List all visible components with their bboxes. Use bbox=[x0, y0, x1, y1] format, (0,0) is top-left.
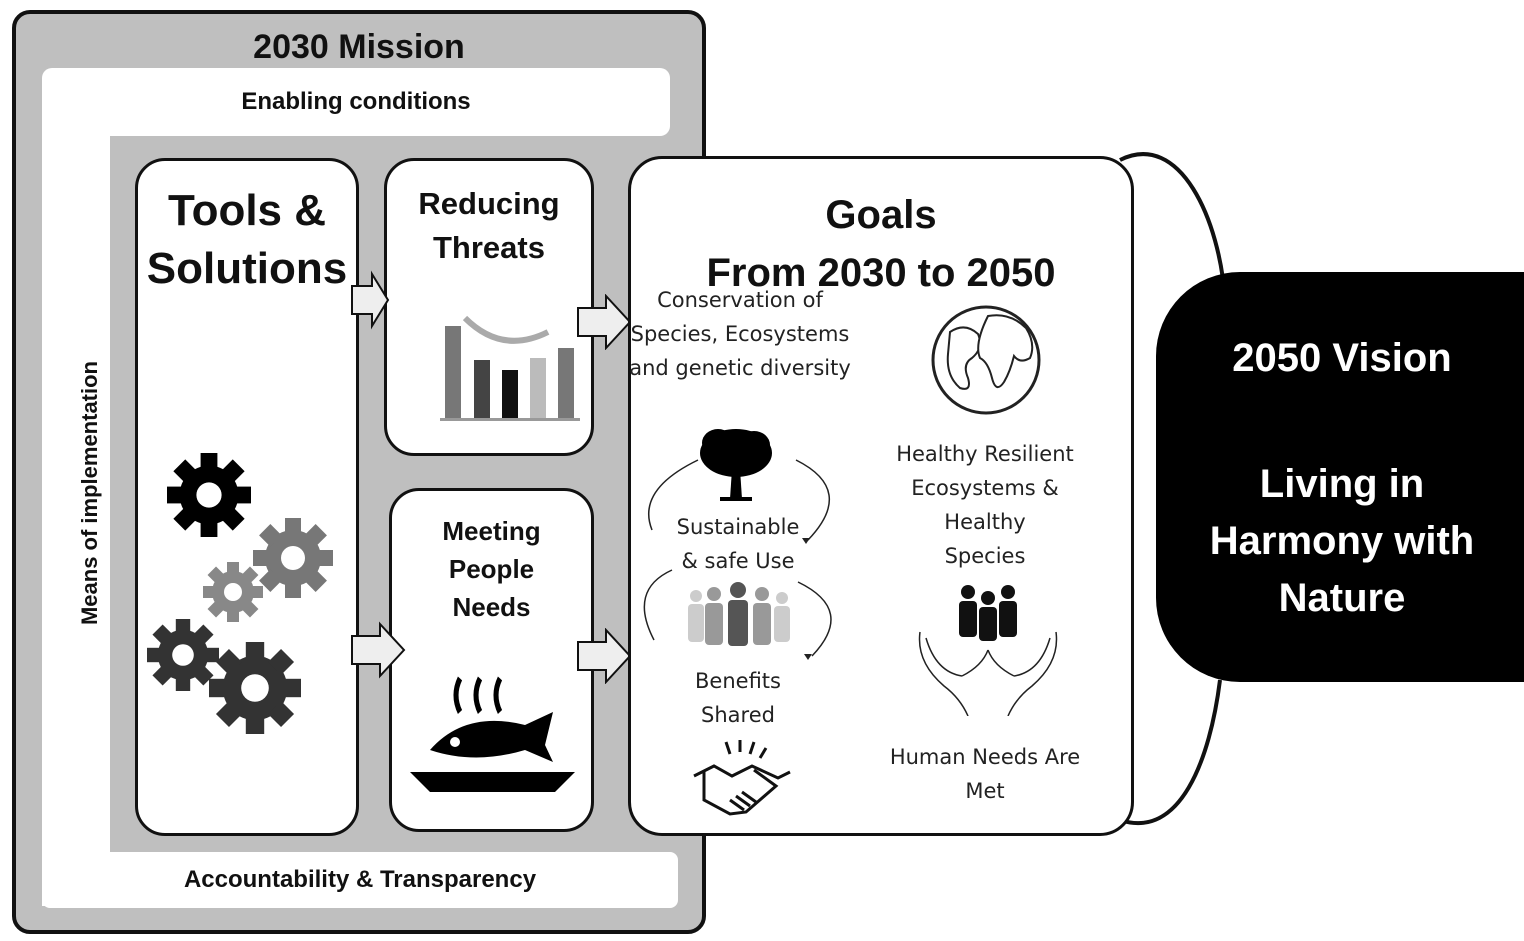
vision-shape bbox=[1156, 272, 1524, 682]
enabling-conditions-label: Enabling conditions bbox=[241, 88, 471, 115]
goal-healthy-line3: Species bbox=[944, 544, 1026, 568]
goal-conservation: Conservation of Species, Ecosystems and … bbox=[628, 283, 852, 385]
mission-title: 2030 Mission bbox=[253, 28, 465, 66]
goal-conservation-line3: and genetic diversity bbox=[629, 356, 851, 380]
cycle-arrows-icon bbox=[643, 459, 832, 660]
goal-conservation-line1: Conservation of bbox=[657, 288, 823, 312]
arrow-needs-to-goals bbox=[577, 628, 632, 684]
goal-sustainable-line1: Sustainable bbox=[676, 515, 800, 539]
goals-title-line2: From 2030 to 2050 bbox=[706, 251, 1056, 295]
goal-healthy-line2: Ecosystems & Healthy bbox=[911, 476, 1059, 534]
accountability-label: Accountability & Transparency bbox=[183, 866, 537, 893]
vision-line3: Nature bbox=[1278, 576, 1406, 620]
goal-healthy-ecosystems: Healthy Resilient Ecosystems & Healthy S… bbox=[880, 437, 1090, 573]
means-of-implementation-label: Means of implementation bbox=[77, 360, 102, 626]
goal-healthy-line1: Healthy Resilient bbox=[896, 442, 1074, 466]
goals-title: Goals From 2030 to 2050 bbox=[628, 186, 1134, 302]
globe-icon bbox=[931, 305, 1041, 415]
arrow-tools-to-threats bbox=[351, 270, 390, 330]
threats-title-line1: Reducing bbox=[418, 186, 560, 221]
tools-title-line2: Solutions bbox=[146, 244, 348, 293]
needs-title-line2: People bbox=[448, 554, 535, 584]
food-dish-icon bbox=[410, 676, 575, 792]
tools-solutions-title: Tools & Solutions bbox=[135, 182, 359, 298]
arrow-tools-to-needs bbox=[351, 621, 406, 679]
enabling-conditions-bar bbox=[42, 68, 670, 136]
handshake-icon bbox=[693, 740, 791, 816]
goals-panel bbox=[628, 156, 1134, 836]
tools-title-line1: Tools & bbox=[167, 186, 327, 235]
goal-human-needs: Human Needs Are Met bbox=[889, 745, 1081, 803]
meeting-people-needs-title: Meeting People Needs bbox=[389, 512, 594, 626]
hands-holding-people-icon bbox=[918, 585, 1058, 716]
vision-line1: Living in bbox=[1259, 462, 1425, 506]
reducing-threats-title: Reducing Threats bbox=[384, 182, 594, 270]
goal-sustainable-use: Sustainable & safe Use bbox=[668, 510, 808, 578]
arrow-threats-to-goals bbox=[577, 294, 632, 350]
goal-conservation-line2: Species, Ecosystems bbox=[630, 322, 850, 346]
goal-benefits-shared: Benefits Shared bbox=[668, 664, 808, 732]
tree-icon bbox=[700, 429, 772, 501]
declining-bars-icon bbox=[440, 315, 580, 421]
threats-title-line2: Threats bbox=[433, 230, 545, 265]
needs-title-line1: Meeting bbox=[442, 516, 541, 546]
goals-title-line1: Goals bbox=[825, 193, 937, 237]
vision-title: 2050 Vision bbox=[1232, 336, 1452, 380]
goal-sustainable-line2: & safe Use bbox=[681, 549, 795, 573]
vision-statement: Living in Harmony with Nature bbox=[1156, 456, 1524, 627]
goal-benefits-line2: Shared bbox=[701, 703, 775, 727]
gears-icon bbox=[147, 453, 333, 734]
accountability-bar bbox=[42, 852, 678, 908]
goal-benefits-line1: Benefits bbox=[695, 669, 781, 693]
needs-title-line3: Needs bbox=[452, 592, 531, 622]
means-strip bbox=[42, 126, 110, 906]
goals-vision-connector bbox=[1119, 152, 1227, 826]
people-group-icon bbox=[688, 582, 790, 646]
mission-frame bbox=[12, 10, 706, 934]
vision-line2: Harmony with bbox=[1209, 519, 1475, 563]
